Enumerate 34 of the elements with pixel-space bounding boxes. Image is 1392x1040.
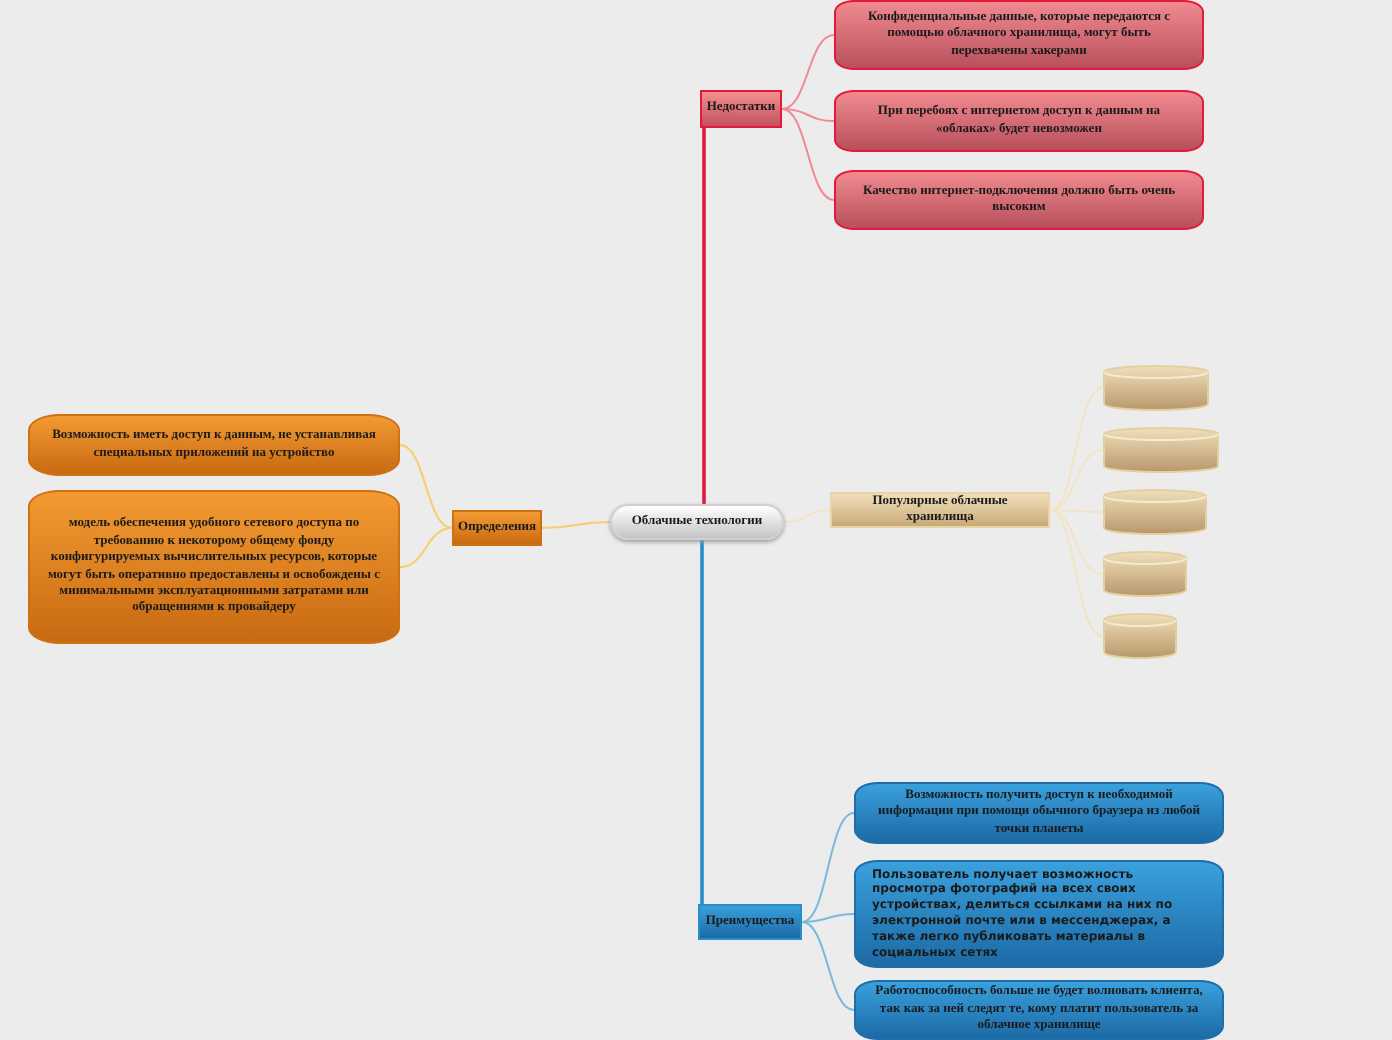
connector-line xyxy=(702,128,706,504)
connector-line xyxy=(1049,509,1103,513)
connector-line xyxy=(399,444,453,529)
cylinder-shape xyxy=(1102,364,1210,412)
branch-topic xyxy=(698,904,802,940)
subtopic-box xyxy=(834,90,1204,152)
cylinder-shape xyxy=(1102,612,1178,660)
connector-line xyxy=(1049,509,1103,637)
connector-line xyxy=(801,812,855,923)
connector-line xyxy=(781,108,835,122)
branch-topic xyxy=(830,492,1050,528)
subtopic-box xyxy=(28,490,400,644)
subtopic-box xyxy=(834,170,1204,230)
connector-line xyxy=(783,509,831,523)
connector-line xyxy=(781,34,835,110)
branch-topic xyxy=(700,90,782,128)
connector-line xyxy=(399,527,453,568)
branch-topic xyxy=(452,510,542,546)
connector-line xyxy=(801,921,855,1011)
connector-line xyxy=(700,540,704,904)
connector-line xyxy=(1049,509,1103,575)
connector-line xyxy=(781,108,835,201)
connector-line xyxy=(1049,387,1103,511)
subtopic-box xyxy=(854,860,1224,968)
cylinder-shape xyxy=(1102,426,1220,474)
subtopic-box xyxy=(854,782,1224,844)
connector-line xyxy=(801,913,855,923)
subtopic-box xyxy=(28,414,400,476)
subtopic-box xyxy=(834,0,1204,70)
connector-line xyxy=(541,521,611,529)
subtopic-box xyxy=(854,980,1224,1040)
central-topic xyxy=(610,504,784,540)
cylinder-shape xyxy=(1102,488,1208,536)
cylinder-shape xyxy=(1102,550,1188,598)
